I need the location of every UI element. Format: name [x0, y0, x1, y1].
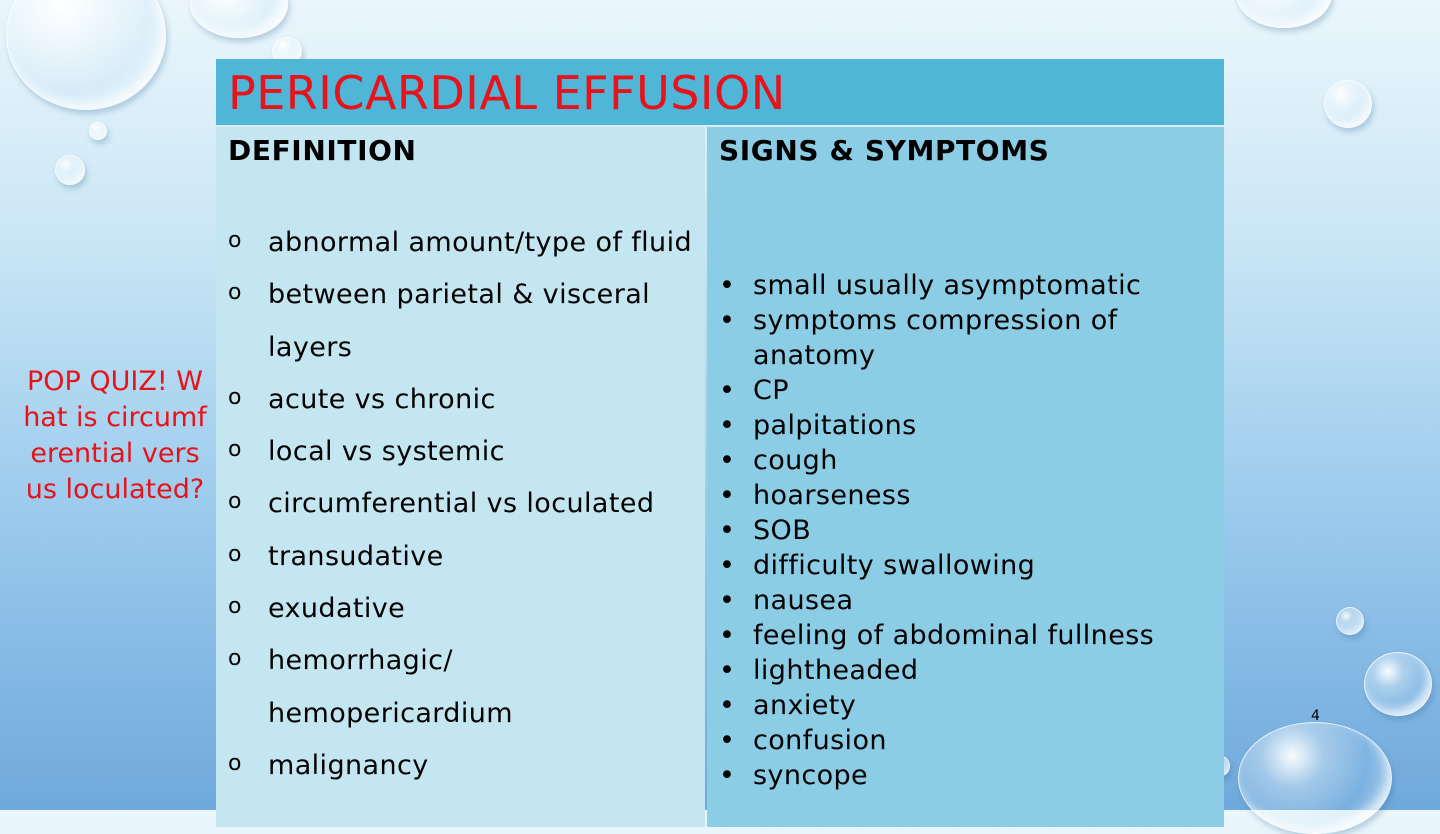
slide-title: PERICARDIAL EFFUSION [228, 66, 786, 120]
list-item: •cough [719, 445, 838, 476]
bullet-marker: o [228, 646, 242, 672]
bullet-marker: • [719, 690, 736, 721]
water-droplet-decoration [1236, 0, 1332, 28]
list-item: •CP [719, 375, 789, 406]
list-item: •syncope [719, 760, 869, 791]
bullet-marker: • [719, 550, 736, 581]
list-item: •palpitations [719, 410, 917, 441]
bullet-marker: o [228, 280, 242, 306]
bullet-marker: • [719, 655, 736, 686]
water-droplet-decoration [1364, 652, 1432, 716]
bullet-marker: • [719, 480, 736, 511]
bullet-marker: • [719, 410, 736, 441]
water-droplet-decoration [190, 0, 288, 38]
bullet-marker: • [719, 445, 736, 476]
title-bar: PERICARDIAL EFFUSION [216, 59, 1224, 125]
signs-symptoms-heading: SIGNS & SYMPTOMS [719, 134, 1050, 167]
list-item: •small usually asymptomatic [719, 270, 1142, 301]
list-item: •anxiety [719, 690, 857, 721]
list-item: •lightheaded [719, 655, 919, 686]
bullet-marker: • [719, 620, 736, 651]
water-droplet-decoration [6, 0, 166, 110]
water-droplet-decoration [55, 155, 85, 185]
pop-quiz-callout: POP QUIZ! What is circumferential versus… [23, 366, 207, 505]
bullet-marker: o [228, 541, 242, 567]
bullet-marker: • [719, 760, 736, 791]
list-item: •feeling of abdominal fullness [719, 620, 1155, 651]
list-item: •symptoms compression of anatomy [719, 305, 1118, 371]
page-number: 4 [1311, 708, 1320, 724]
bullet-marker: o [228, 750, 242, 776]
bullet-marker: o [228, 384, 242, 410]
bullet-marker: • [719, 585, 736, 616]
bullet-marker: • [719, 375, 736, 406]
definition-heading: DEFINITION [228, 134, 417, 167]
list-item: •hoarseness [719, 480, 911, 511]
bullet-marker: o [228, 437, 242, 463]
water-droplet-decoration [1324, 80, 1372, 128]
water-droplet-decoration [89, 122, 107, 140]
list-item: •difficulty swallowing [719, 550, 1036, 581]
list-item: •nausea [719, 585, 854, 616]
bullet-marker: • [719, 305, 736, 336]
bullet-marker: o [228, 594, 242, 620]
signs-symptoms-column: SIGNS & SYMPTOMS •small usually asymptom… [707, 127, 1224, 827]
bullet-marker: o [228, 489, 242, 515]
bullet-marker: o [228, 228, 242, 253]
list-item: •SOB [719, 515, 812, 546]
bullet-marker: • [719, 725, 736, 756]
signs-symptoms-list: •small usually asymptomatic •symptoms co… [719, 268, 1219, 793]
water-droplet-decoration [1238, 722, 1392, 834]
bullet-marker: • [719, 515, 736, 546]
bullet-marker: • [719, 270, 736, 301]
list-item: •confusion [719, 725, 887, 756]
water-droplet-decoration [1336, 607, 1364, 635]
